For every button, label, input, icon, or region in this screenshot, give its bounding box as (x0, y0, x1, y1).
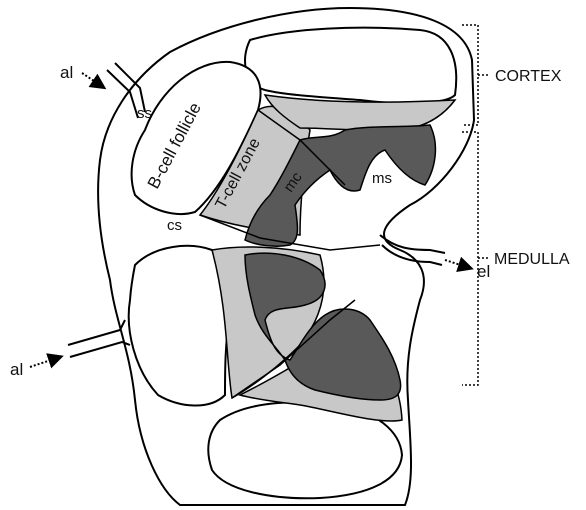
medulla-bracket (462, 132, 490, 385)
label-cortex: CORTEX (495, 68, 562, 85)
arrow-el (445, 260, 470, 268)
label-ms: ms (372, 170, 392, 187)
label-cs: cs (167, 217, 182, 234)
label-ss: ss (137, 105, 152, 122)
label-al-bottom: al (10, 360, 23, 379)
arrow-al-top (82, 73, 103, 87)
label-el: el (477, 262, 490, 281)
label-al-top: al (60, 63, 73, 82)
label-medulla: MEDULLA (494, 251, 570, 268)
top-follicle (245, 28, 456, 104)
arrow-al-bottom (30, 357, 60, 367)
